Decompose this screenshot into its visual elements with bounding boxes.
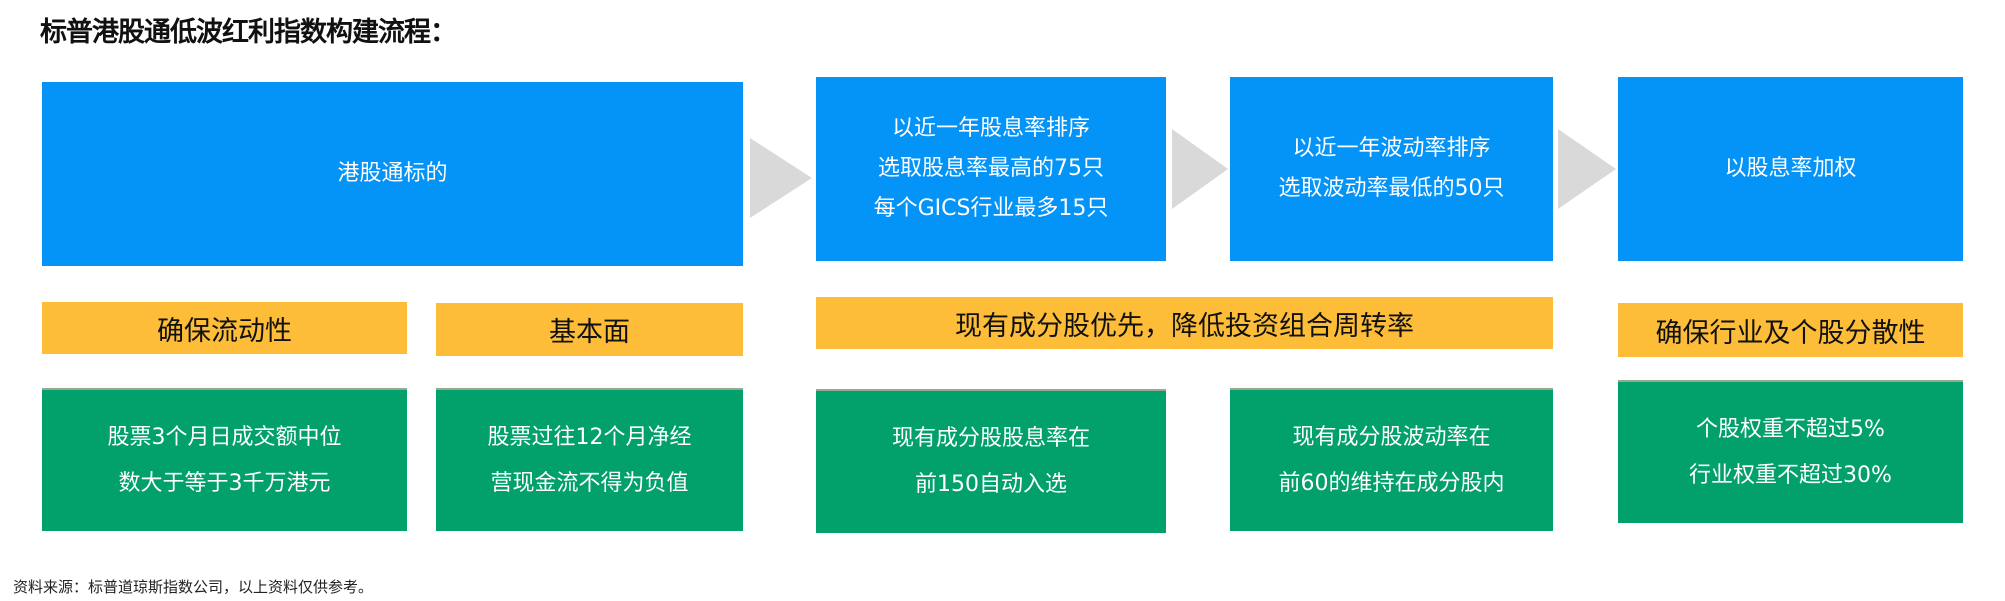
rule-text: 行业权重不超过30%: [1689, 462, 1892, 488]
step-text: 港股通标的: [337, 161, 448, 186]
step-dividend-weighting: 以股息率加权: [1618, 77, 1963, 261]
step-dividend-sort: 以近一年股息率排序 选取股息率最高的75只 每个GICS行业最多15只: [816, 77, 1166, 261]
step-hk-connect-universe: 港股通标的: [42, 82, 743, 266]
diagram-title: 标普港股通低波红利指数构建流程：: [40, 17, 457, 48]
arrow-right-icon: [750, 138, 812, 218]
rule-weight-caps: 个股权重不超过5% 行业权重不超过30%: [1618, 380, 1963, 523]
rule-text: 数大于等于3千万港元: [118, 470, 331, 496]
source-note: 资料来源：标普道琼斯指数公司，以上资料仅供参考。: [13, 578, 374, 596]
rule-text: 股票过往12个月净经: [487, 424, 692, 450]
rule-text: 前60的维持在成分股内: [1278, 470, 1505, 496]
rule-text: 股票3个月日成交额中位: [107, 424, 342, 450]
rule-cashflow: 股票过往12个月净经 营现金流不得为负值: [436, 388, 743, 531]
rule-text: 现有成分股波动率在: [1292, 424, 1491, 450]
step-volatility-sort: 以近一年波动率排序 选取波动率最低的50只: [1230, 77, 1553, 261]
rule-text: 现有成分股股息率在: [891, 426, 1090, 451]
rule-text: 前150自动入选: [915, 472, 1067, 497]
rule-volatility-buffer: 现有成分股波动率在 前60的维持在成分股内: [1230, 388, 1553, 531]
step-text: 选取股息率最高的75只: [878, 156, 1104, 181]
principle-diversification: 确保行业及个股分散性: [1618, 303, 1963, 357]
principle-turnover: 现有成分股优先，降低投资组合周转率: [816, 297, 1553, 349]
rule-liquidity: 股票3个月日成交额中位 数大于等于3千万港元: [42, 388, 407, 531]
arrow-right-icon: [1172, 129, 1228, 209]
principle-fundamentals: 基本面: [436, 303, 743, 356]
rule-text: 营现金流不得为负值: [490, 470, 689, 496]
step-text: 每个GICS行业最多15只: [873, 196, 1109, 221]
rule-text: 个股权重不超过5%: [1696, 416, 1885, 442]
principle-liquidity: 确保流动性: [42, 302, 407, 354]
step-text: 选取波动率最低的50只: [1278, 176, 1505, 201]
step-text: 以股息率加权: [1724, 156, 1857, 181]
rule-dividend-buffer: 现有成分股股息率在 前150自动入选: [816, 389, 1166, 533]
step-text: 以近一年波动率排序: [1292, 136, 1491, 161]
step-text: 以近一年股息率排序: [891, 116, 1090, 141]
arrow-right-icon: [1558, 129, 1616, 209]
